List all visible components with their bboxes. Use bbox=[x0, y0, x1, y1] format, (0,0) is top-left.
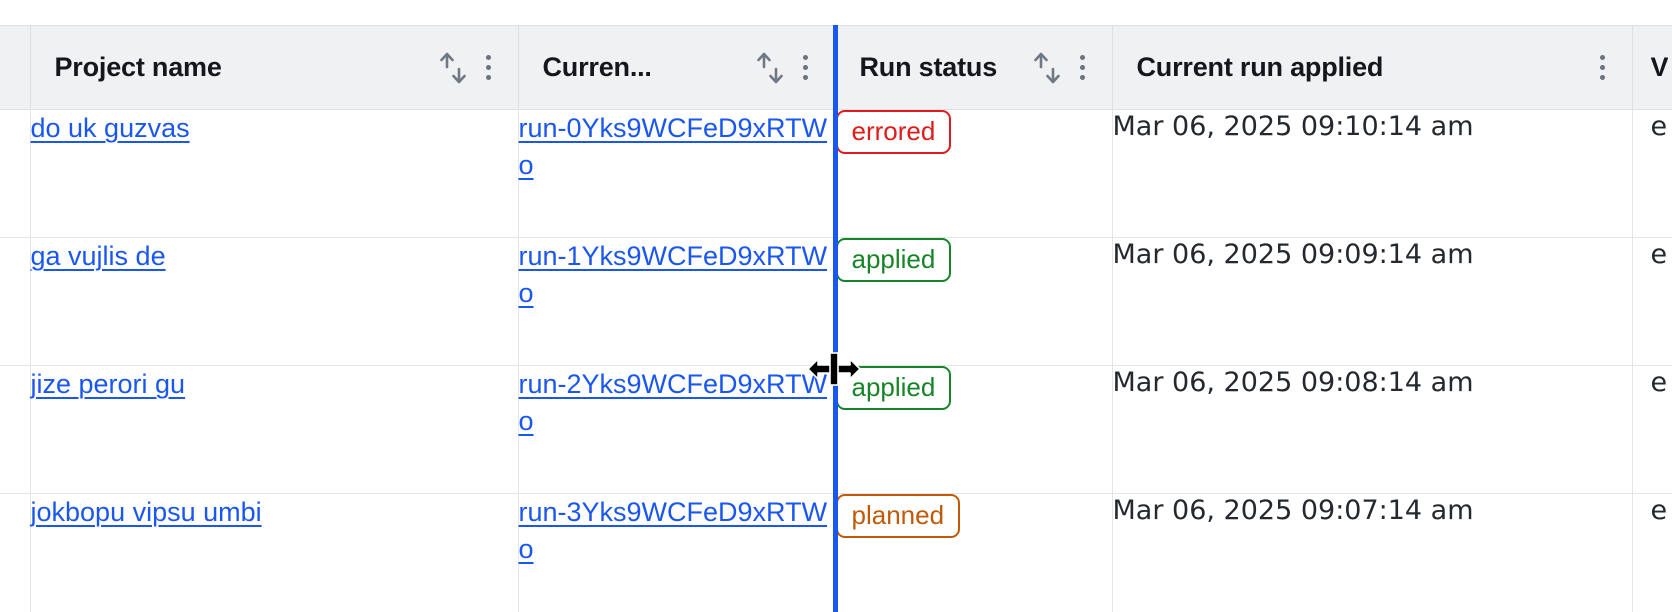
cell-current-run: run-3Yks9WCFeD9xRTWo bbox=[518, 493, 836, 612]
current-run-link[interactable]: run-2Yks9WCFeD9xRTWo bbox=[518, 369, 828, 436]
status-badge: errored bbox=[835, 110, 952, 154]
project-name-link[interactable]: do uk guzvas bbox=[30, 113, 190, 143]
table-body: do uk guzvas run-0Yks9WCFeD9xRTWo errore… bbox=[0, 109, 1672, 612]
column-header-label-run-status: Run status bbox=[859, 52, 998, 82]
column-header-run-status[interactable]: Run status bbox=[835, 25, 1113, 110]
sort-unsorted-icon[interactable] bbox=[436, 49, 470, 87]
applied-timestamp: Mar 06, 2025 09:09:14 am bbox=[1112, 239, 1474, 270]
cell-next-partial: e bbox=[1632, 365, 1672, 494]
cell-run-status: applied bbox=[835, 365, 1113, 494]
table-header-row: Project name bbox=[0, 25, 1672, 110]
sort-unsorted-icon[interactable] bbox=[753, 49, 787, 87]
column-resize-guide-line[interactable] bbox=[833, 25, 838, 612]
next-partial-value: e bbox=[1650, 111, 1668, 142]
cell-run-status: applied bbox=[835, 237, 1113, 366]
table-row[interactable]: ga vujlis de run-1Yks9WCFeD9xRTWo applie… bbox=[0, 237, 1672, 366]
table-row[interactable]: jokbopu vipsu umbi run-3Yks9WCFeD9xRTWo … bbox=[0, 493, 1672, 612]
column-header-label-next-partial: V bbox=[1650, 52, 1669, 82]
next-partial-value: e bbox=[1650, 239, 1668, 270]
column-header-label-current-run: Curren... bbox=[542, 52, 652, 82]
column-header-current-run-applied[interactable]: Current run applied bbox=[1112, 25, 1633, 110]
applied-timestamp: Mar 06, 2025 09:08:14 am bbox=[1112, 367, 1474, 398]
cell-next-partial: e bbox=[1632, 109, 1672, 238]
column-header-select bbox=[0, 25, 31, 110]
kebab-menu-icon[interactable] bbox=[1590, 49, 1616, 87]
current-run-link[interactable]: run-0Yks9WCFeD9xRTWo bbox=[518, 113, 828, 180]
cell-project-name: ga vujlis de bbox=[30, 237, 519, 366]
project-name-link[interactable]: jize perori gu bbox=[30, 369, 186, 399]
current-run-link[interactable]: run-1Yks9WCFeD9xRTWo bbox=[518, 241, 828, 308]
cell-run-status: planned bbox=[835, 493, 1113, 612]
column-header-label-current-run-applied: Current run applied bbox=[1136, 52, 1384, 82]
kebab-menu-icon[interactable] bbox=[476, 49, 502, 87]
cell-next-partial: e bbox=[1632, 237, 1672, 366]
cell-project-name: do uk guzvas bbox=[30, 109, 519, 238]
cell-current-run-applied: Mar 06, 2025 09:07:14 am bbox=[1112, 493, 1633, 612]
table-row[interactable]: jize perori gu run-2Yks9WCFeD9xRTWo appl… bbox=[0, 365, 1672, 494]
status-badge: applied bbox=[835, 238, 952, 282]
cell-current-run: run-2Yks9WCFeD9xRTWo bbox=[518, 365, 836, 494]
kebab-menu-icon[interactable] bbox=[1070, 49, 1096, 87]
column-header-next-partial[interactable]: V bbox=[1632, 25, 1672, 110]
row-select-cell[interactable] bbox=[0, 493, 31, 612]
row-select-cell[interactable] bbox=[0, 365, 31, 494]
column-header-label-project-name: Project name bbox=[54, 52, 222, 82]
cell-project-name: jize perori gu bbox=[30, 365, 519, 494]
column-header-current-run[interactable]: Curren... bbox=[518, 25, 836, 110]
project-name-link[interactable]: ga vujlis de bbox=[30, 241, 166, 271]
table-row[interactable]: do uk guzvas run-0Yks9WCFeD9xRTWo errore… bbox=[0, 109, 1672, 238]
cell-run-status: errored bbox=[835, 109, 1113, 238]
next-partial-value: e bbox=[1650, 367, 1668, 398]
project-name-link[interactable]: jokbopu vipsu umbi bbox=[30, 497, 262, 527]
status-badge: planned bbox=[835, 494, 961, 538]
status-badge: applied bbox=[835, 366, 952, 410]
kebab-menu-icon[interactable] bbox=[793, 49, 819, 87]
applied-timestamp: Mar 06, 2025 09:10:14 am bbox=[1112, 111, 1474, 142]
projects-table: Project name bbox=[0, 25, 1672, 612]
cell-current-run-applied: Mar 06, 2025 09:09:14 am bbox=[1112, 237, 1633, 366]
row-select-cell[interactable] bbox=[0, 237, 31, 366]
current-run-link[interactable]: run-3Yks9WCFeD9xRTWo bbox=[518, 497, 828, 564]
cell-project-name: jokbopu vipsu umbi bbox=[30, 493, 519, 612]
table-header: Project name bbox=[0, 25, 1672, 110]
cell-current-run: run-1Yks9WCFeD9xRTWo bbox=[518, 237, 836, 366]
row-select-cell[interactable] bbox=[0, 109, 31, 238]
cell-current-run-applied: Mar 06, 2025 09:10:14 am bbox=[1112, 109, 1633, 238]
sort-unsorted-icon[interactable] bbox=[1030, 49, 1064, 87]
column-header-project-name[interactable]: Project name bbox=[30, 25, 519, 110]
cell-current-run: run-0Yks9WCFeD9xRTWo bbox=[518, 109, 836, 238]
next-partial-value: e bbox=[1650, 495, 1668, 526]
cell-next-partial: e bbox=[1632, 493, 1672, 612]
applied-timestamp: Mar 06, 2025 09:07:14 am bbox=[1112, 495, 1474, 526]
cell-current-run-applied: Mar 06, 2025 09:08:14 am bbox=[1112, 365, 1633, 494]
